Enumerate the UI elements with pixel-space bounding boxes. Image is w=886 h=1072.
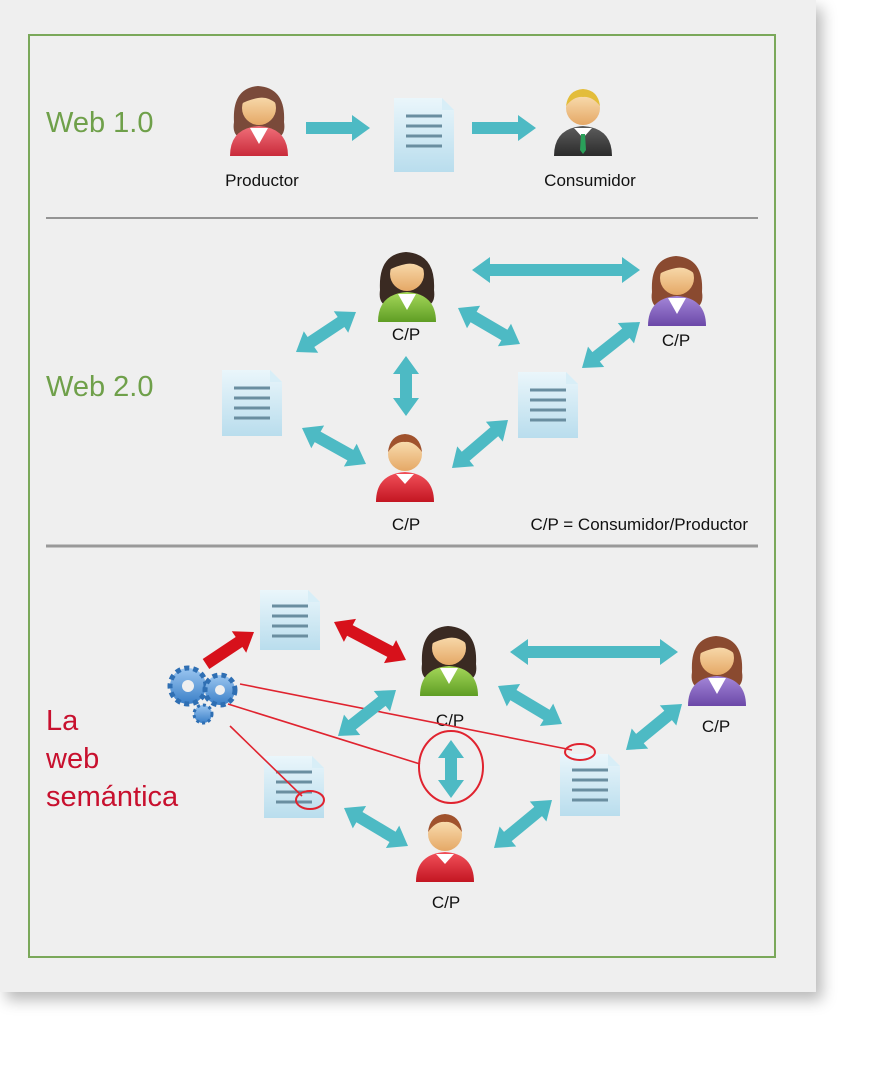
- arrow-icon: [306, 115, 370, 141]
- arrow-icon: [334, 618, 406, 664]
- node-label: C/P: [432, 893, 460, 912]
- person-icon-red: [416, 814, 474, 882]
- section-title-semantic: La: [46, 705, 79, 737]
- document-icon: [518, 372, 578, 438]
- document-icon: [260, 590, 320, 650]
- arrow-icon: [494, 800, 552, 848]
- arrow-icon: [510, 639, 678, 665]
- diagram-frame: [28, 34, 776, 958]
- section-title-semantic: web: [45, 743, 99, 775]
- arrow-icon: [296, 311, 356, 353]
- arrow-icon: [438, 740, 464, 798]
- arrow-icon: [626, 704, 682, 750]
- node-label: C/P: [702, 717, 730, 736]
- section-title-web1: Web 1.0: [46, 107, 153, 139]
- semantic-links: [227, 683, 596, 810]
- document-icon: [560, 754, 620, 816]
- section-title-semantic: semántica: [46, 781, 179, 813]
- arrow-icon: [338, 690, 396, 736]
- document-icon: [394, 98, 454, 172]
- arrow-icon: [472, 257, 640, 283]
- arrow-icon: [452, 420, 508, 468]
- document-icon: [264, 756, 324, 818]
- arrow-icon: [472, 115, 536, 141]
- node-label: C/P: [436, 711, 464, 730]
- person-icon-green: [420, 626, 478, 696]
- person-icon-red: [376, 434, 434, 502]
- consumer-person-icon: [554, 89, 612, 156]
- arrow-icon: [344, 806, 408, 848]
- person-icon-green: [378, 252, 436, 322]
- person-icon-purple: [648, 256, 706, 326]
- arrow-icon: [458, 305, 520, 347]
- gears-icon: [167, 665, 238, 725]
- arrow-icon: [202, 631, 254, 669]
- legend-text: C/P = Consumidor/Productor: [531, 515, 749, 534]
- person-icon-purple: [688, 636, 746, 706]
- arrow-icon: [582, 322, 640, 368]
- node-label: C/P: [392, 325, 420, 344]
- node-label: C/P: [662, 331, 690, 350]
- arrow-icon: [393, 356, 419, 416]
- producer-person-icon: [230, 86, 288, 156]
- consumer-label: Consumidor: [544, 171, 636, 190]
- arrows: [202, 115, 682, 848]
- arrow-icon: [302, 425, 366, 467]
- section-title-web2: Web 2.0: [46, 371, 153, 403]
- arrow-icon: [498, 684, 562, 726]
- document-icon: [222, 370, 282, 436]
- node-label: C/P: [392, 515, 420, 534]
- producer-label: Productor: [225, 171, 299, 190]
